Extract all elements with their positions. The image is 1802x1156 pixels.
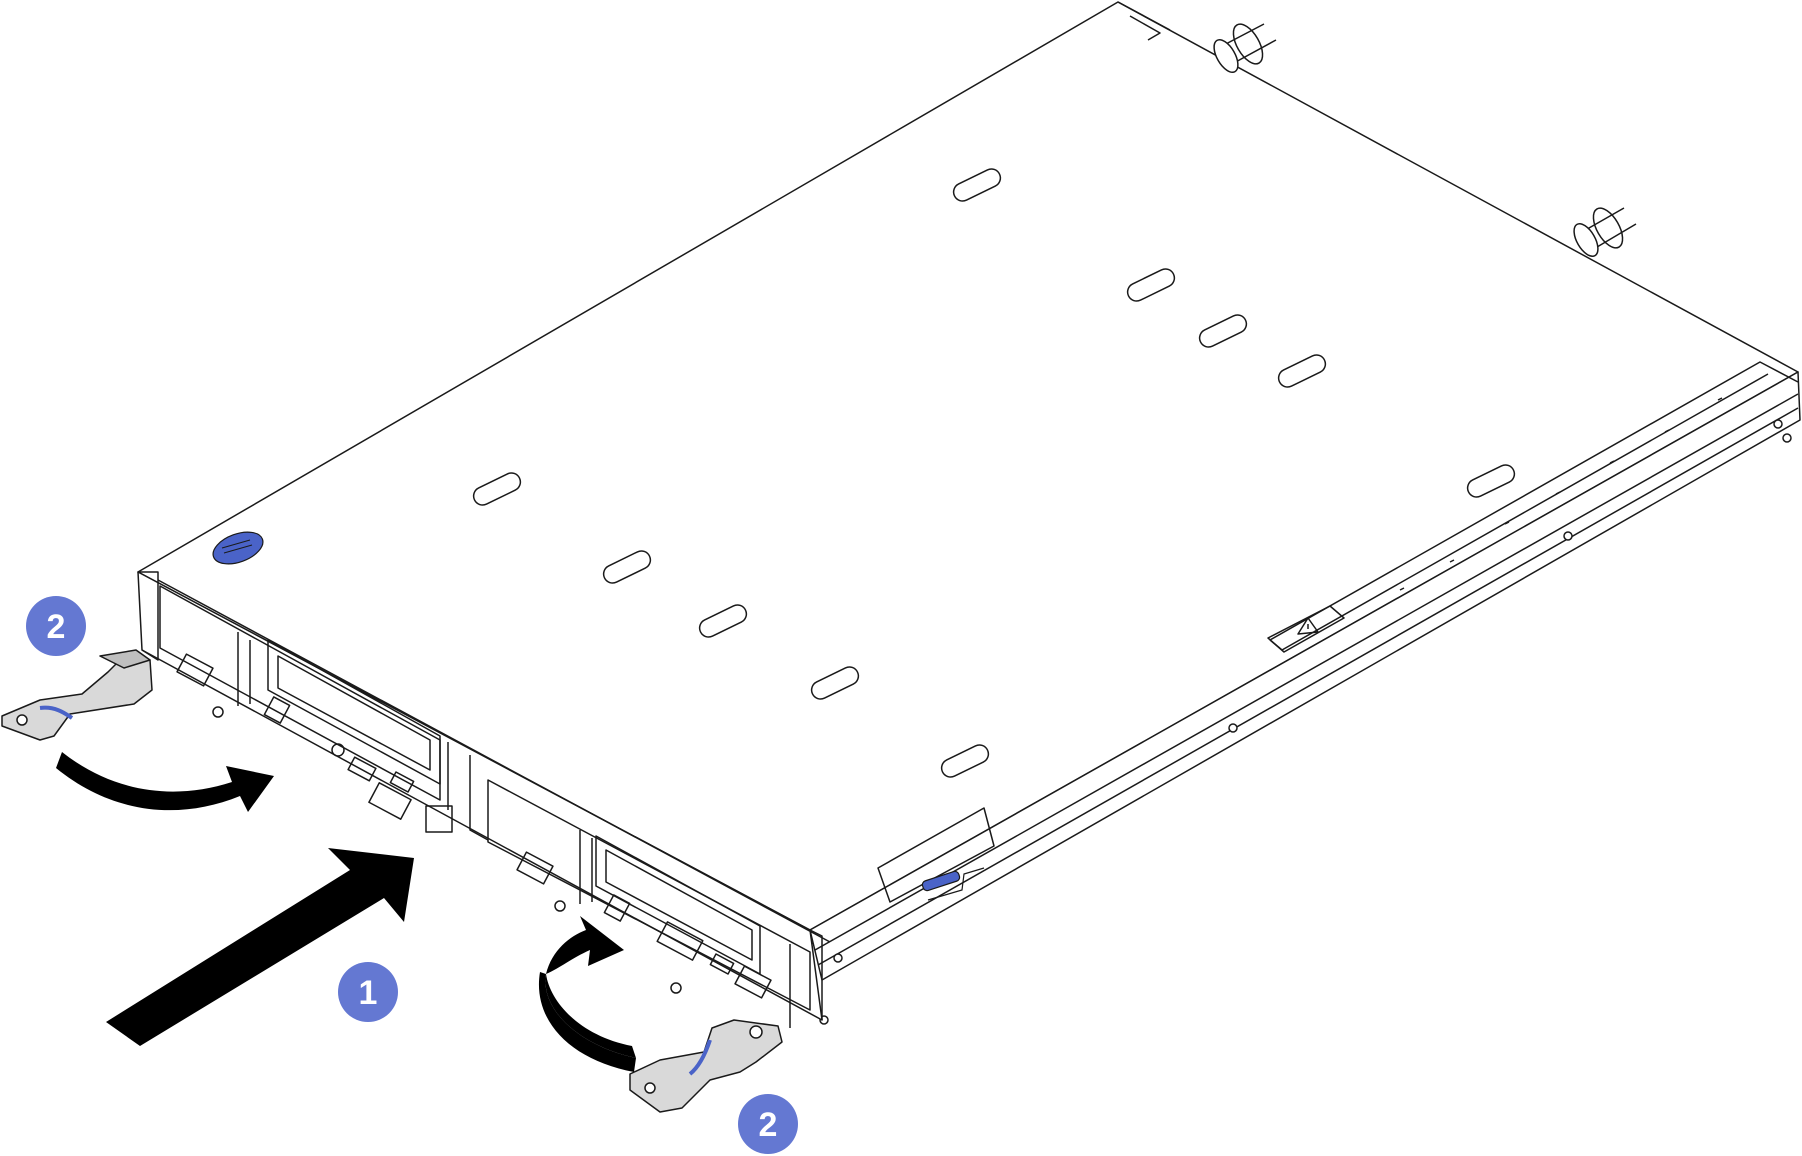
callout-2-left-label: 2 — [47, 608, 66, 646]
side-release-tab — [921, 867, 985, 901]
rail-holes — [819, 419, 1792, 1025]
callout-2-left: 2 — [26, 596, 86, 656]
cover-vent-slots — [472, 168, 1516, 778]
rail-ticks — [1399, 397, 1723, 591]
top-cover — [137, 1, 1799, 931]
compute-node-chassis — [137, 1, 1801, 1028]
callout-2-right: 2 — [738, 1094, 798, 1154]
rotate-arrow-icon-right — [538, 916, 636, 1072]
rear-connector-1 — [1213, 23, 1277, 73]
warning-label — [1267, 605, 1345, 653]
label-plate — [877, 807, 995, 903]
warning-triangle-icon — [1297, 617, 1319, 635]
rotate-arrow-icon-left — [56, 752, 274, 812]
rear-connector-2 — [1573, 207, 1637, 257]
callout-1: 1 — [338, 962, 398, 1022]
blue-latch-icon — [212, 531, 264, 565]
front-bay-left — [159, 585, 453, 833]
front-bay-right — [487, 779, 811, 1028]
right-side-panel — [809, 371, 1801, 981]
callout-1-label: 1 — [359, 974, 378, 1012]
release-handle-right — [629, 1019, 783, 1113]
push-arrow-icon — [106, 848, 414, 1046]
callout-2-right-label: 2 — [759, 1106, 778, 1144]
release-handle-left — [1, 649, 153, 741]
